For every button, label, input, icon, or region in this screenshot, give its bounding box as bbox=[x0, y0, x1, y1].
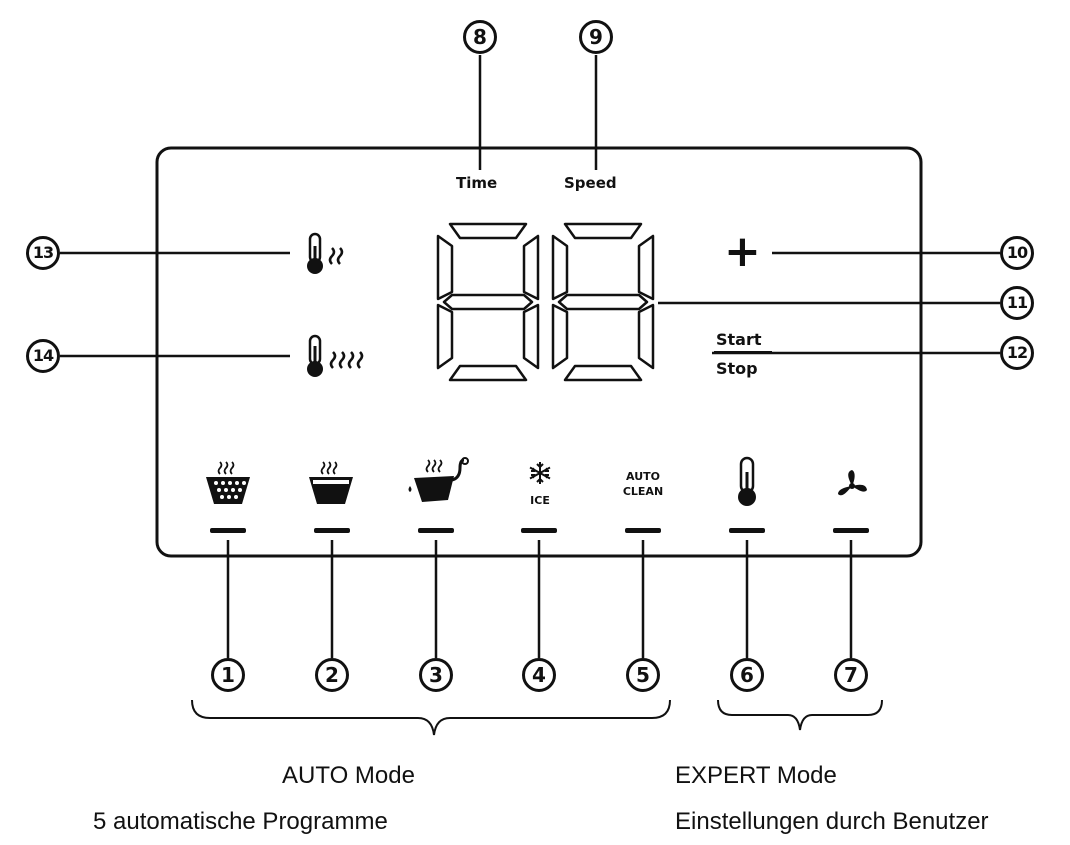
speed-label: Speed bbox=[564, 174, 617, 192]
thermometer-low-heat-icon[interactable] bbox=[305, 232, 355, 281]
callout-11: 11 bbox=[1000, 286, 1034, 320]
seven-segment-display bbox=[436, 222, 655, 382]
expert-mode-brace bbox=[717, 699, 883, 731]
expert-mode-title: EXPERT Mode bbox=[675, 762, 837, 789]
auto-mode-subtitle: 5 automatische Programme bbox=[93, 808, 388, 835]
button-dashes bbox=[210, 528, 869, 533]
callout-14: 14 bbox=[26, 339, 60, 373]
start-label[interactable]: Start bbox=[716, 330, 762, 349]
time-label: Time bbox=[456, 174, 498, 192]
callout-3: 3 bbox=[419, 658, 453, 692]
thermometer-icon[interactable] bbox=[735, 456, 759, 513]
auto-clean-label-line1[interactable]: AUTO bbox=[626, 470, 660, 483]
thermometer-high-heat-icon[interactable] bbox=[305, 334, 385, 385]
callout-6: 6 bbox=[730, 658, 764, 692]
snowflake-icon[interactable] bbox=[527, 460, 553, 491]
auto-mode-brace bbox=[191, 699, 671, 736]
steaming-bowl-icon[interactable] bbox=[307, 460, 355, 513]
expert-mode-subtitle: Einstellungen durch Benutzer bbox=[675, 808, 989, 835]
dash-1 bbox=[210, 528, 246, 533]
callout-10: 10 bbox=[1000, 236, 1034, 270]
fan-icon[interactable] bbox=[832, 466, 872, 511]
callout-5: 5 bbox=[626, 658, 660, 692]
dash-7 bbox=[833, 528, 869, 533]
ice-label: ICE bbox=[530, 494, 550, 507]
digit-2 bbox=[551, 222, 655, 382]
auto-mode-title: AUTO Mode bbox=[282, 762, 415, 789]
auto-clean-label-line2[interactable]: CLEAN bbox=[622, 485, 664, 498]
dash-4 bbox=[521, 528, 557, 533]
callout-1: 1 bbox=[211, 658, 245, 692]
steaming-bowl-dotted-icon[interactable] bbox=[204, 460, 252, 513]
stop-label[interactable]: Stop bbox=[716, 359, 758, 378]
callout-12: 12 bbox=[1000, 336, 1034, 370]
callout-13: 13 bbox=[26, 236, 60, 270]
callout-8: 8 bbox=[463, 20, 497, 54]
callout-4: 4 bbox=[522, 658, 556, 692]
digit-1 bbox=[436, 222, 540, 382]
callout-2: 2 bbox=[315, 658, 349, 692]
callout-9: 9 bbox=[579, 20, 613, 54]
plus-button[interactable]: + bbox=[724, 226, 761, 277]
bottom-leaders bbox=[226, 540, 853, 658]
dash-2 bbox=[314, 528, 350, 533]
callout-7: 7 bbox=[834, 658, 868, 692]
dash-3 bbox=[418, 528, 454, 533]
dash-6 bbox=[729, 528, 765, 533]
steaming-pot-pour-icon[interactable] bbox=[404, 456, 470, 513]
dash-5 bbox=[625, 528, 661, 533]
